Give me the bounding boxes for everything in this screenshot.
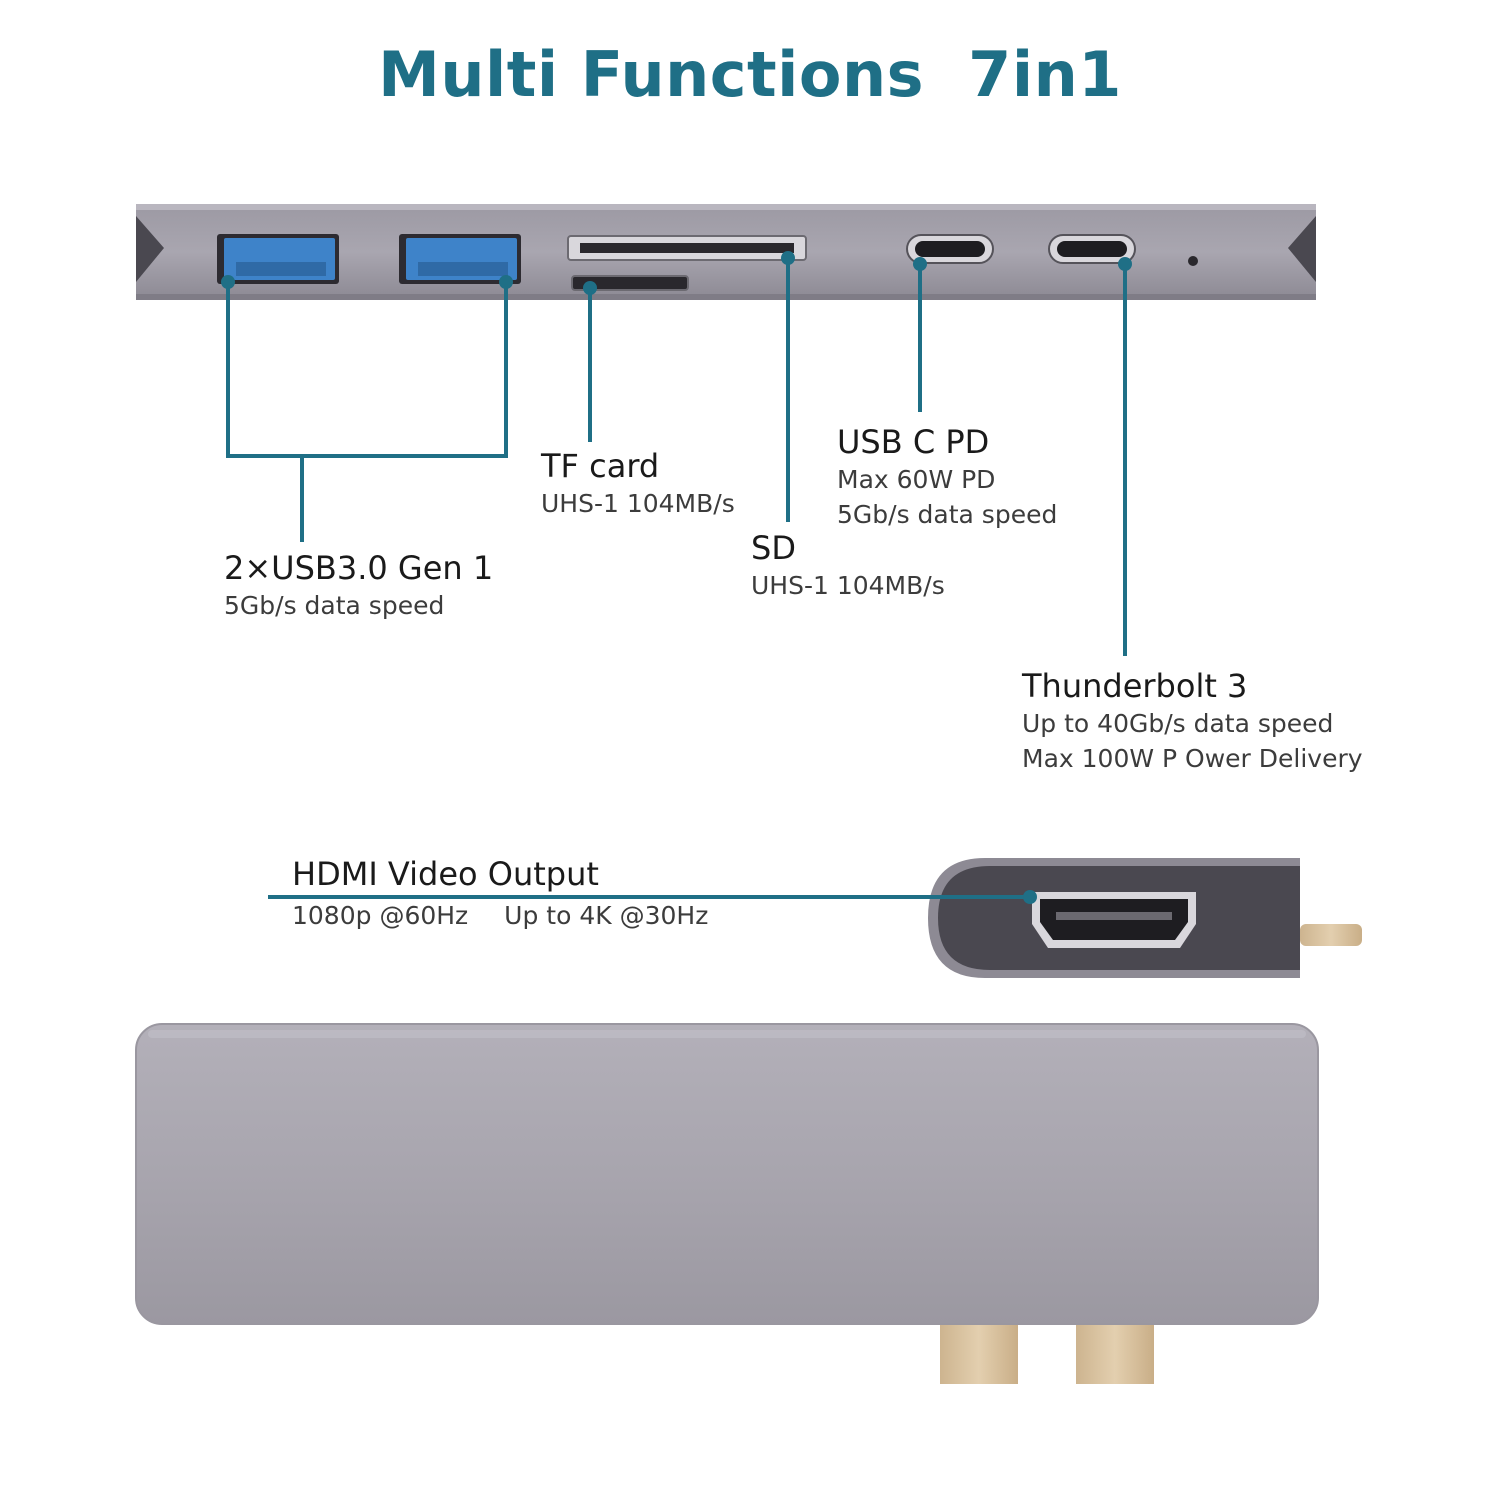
tf-card-slot xyxy=(571,275,689,291)
thunderbolt-3-port xyxy=(1048,234,1136,264)
sd-spec: UHS-1 104MB/s xyxy=(751,571,945,600)
hdmi-view-usb-c-plug xyxy=(1300,924,1362,946)
usb-a-port-2 xyxy=(399,234,521,284)
hdmi-spec-1: 1080p @60Hz xyxy=(292,901,469,930)
usbc-spec-1: Max 60W PD xyxy=(837,465,996,494)
usb-c-plug-2 xyxy=(1076,1318,1154,1384)
thunderbolt-callout: Thunderbolt 3 Up to 40Gb/s data speed Ma… xyxy=(1022,666,1363,776)
hdmi-end-view xyxy=(928,858,1362,978)
usb3-name: 2×USB3.0 Gen 1 xyxy=(224,549,494,587)
hdmi-name: HDMI Video Output xyxy=(292,855,599,893)
usbc-name: USB C PD xyxy=(837,423,990,461)
callout-lines xyxy=(226,258,1127,656)
usbc-spec-2: 5Gb/s data speed xyxy=(837,500,1058,529)
callout-dots xyxy=(221,251,1132,295)
thunderbolt-name: Thunderbolt 3 xyxy=(1022,667,1248,705)
tf-callout: TF card UHS-1 104MB/s xyxy=(541,446,735,521)
hub-body xyxy=(135,1023,1319,1384)
usb3-spec: 5Gb/s data speed xyxy=(224,591,445,620)
left-bevel xyxy=(136,216,164,282)
usb3-callout: 2×USB3.0 Gen 1 5Gb/s data speed xyxy=(224,548,493,623)
status-led xyxy=(1188,256,1198,266)
right-bevel xyxy=(1288,216,1316,282)
usb-c-plug-1 xyxy=(940,1318,1018,1384)
usbc-callout: USB C PD Max 60W PD 5Gb/s data speed xyxy=(837,422,1057,532)
usb3-bracket-line xyxy=(226,282,508,458)
sd-name: SD xyxy=(751,529,796,567)
hdmi-specs: 1080p @60Hz Up to 4K @30Hz xyxy=(292,898,744,933)
thunderbolt-spec-2: Max 100W P Ower Delivery xyxy=(1022,744,1363,773)
tf-spec: UHS-1 104MB/s xyxy=(541,489,735,518)
usb-c-pd-port xyxy=(906,234,994,264)
usb-a-port-1 xyxy=(217,234,339,284)
sd-callout: SD UHS-1 104MB/s xyxy=(751,528,945,603)
sd-card-slot xyxy=(567,235,807,261)
hdmi-spec-2: Up to 4K @30Hz xyxy=(504,901,709,930)
thunderbolt-spec-1: Up to 40Gb/s data speed xyxy=(1022,709,1334,738)
hdmi-callout: HDMI Video Output 1080p @60Hz Up to 4K @3… xyxy=(292,854,744,933)
tf-name: TF card xyxy=(541,447,660,485)
page-title: Multi Functions 7in1 xyxy=(378,38,1122,111)
